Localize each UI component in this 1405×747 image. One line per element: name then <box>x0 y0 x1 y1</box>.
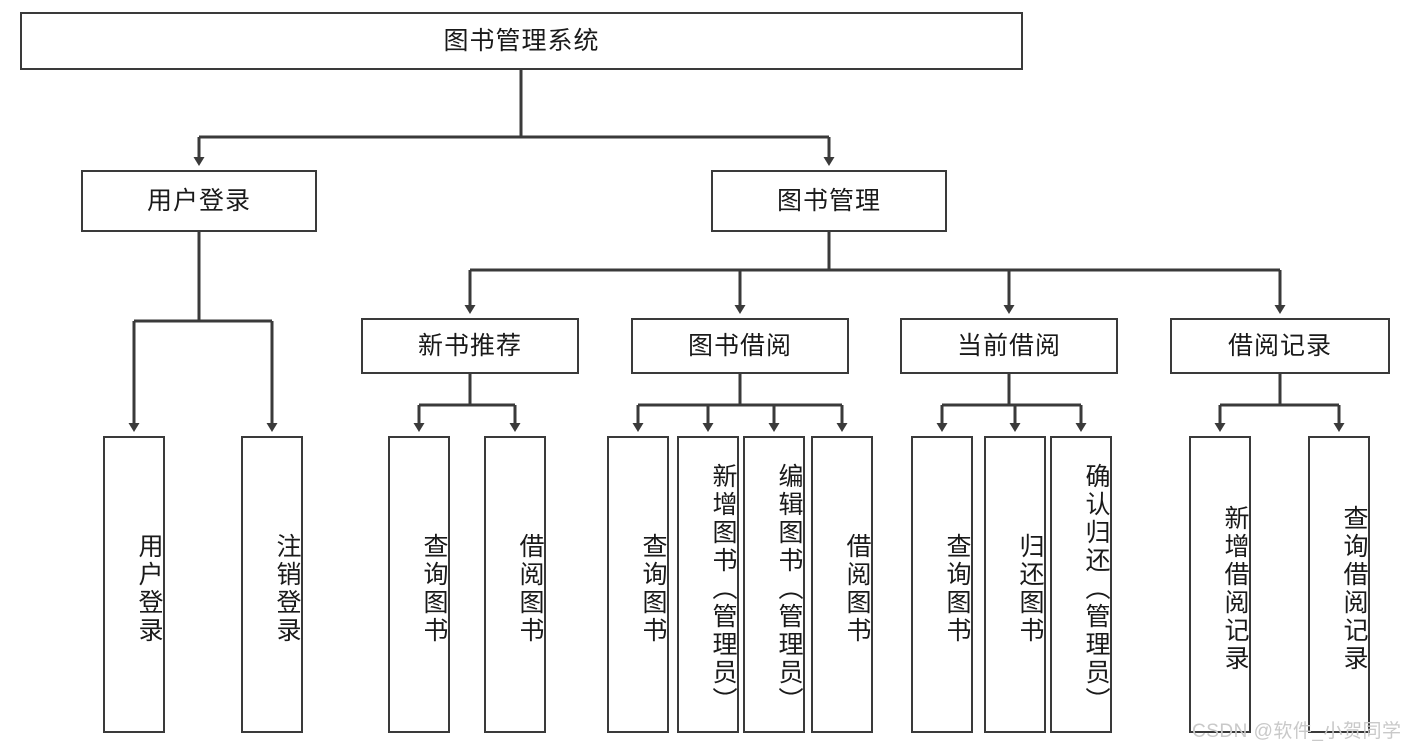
node-label: 新增图书（管理员） <box>709 462 737 715</box>
node-label: 借阅图书 <box>516 532 544 645</box>
node-leaf-confirm-return[interactable]: 确认归还（管理员） <box>1050 436 1112 733</box>
node-label: 新增借阅记录 <box>1221 504 1249 673</box>
node-book-manage[interactable]: 图书管理 <box>711 170 947 232</box>
node-new-book-recommend[interactable]: 新书推荐 <box>361 318 579 374</box>
node-book-management-system[interactable]: 图书管理系统 <box>20 12 1023 70</box>
node-label: 查询借阅记录 <box>1340 504 1368 673</box>
node-label: 查询图书 <box>639 532 667 645</box>
node-label: 用户登录 <box>135 532 163 645</box>
node-leaf-query-book-1[interactable]: 查询图书 <box>388 436 450 733</box>
csdn-watermark: CSDN @软件_小贺同学 <box>1192 721 1402 742</box>
node-label: 注销登录 <box>273 532 301 645</box>
node-leaf-query-book-2[interactable]: 查询图书 <box>607 436 669 733</box>
node-leaf-edit-book[interactable]: 编辑图书（管理员） <box>743 436 805 733</box>
node-leaf-add-book[interactable]: 新增图书（管理员） <box>677 436 739 733</box>
node-user-login[interactable]: 用户登录 <box>81 170 317 232</box>
node-label: 查询图书 <box>943 532 971 645</box>
node-label: 图书借阅 <box>687 332 792 360</box>
node-leaf-user-login[interactable]: 用户登录 <box>103 436 165 733</box>
node-leaf-borrow-book-2[interactable]: 借阅图书 <box>811 436 873 733</box>
node-book-borrow[interactable]: 图书借阅 <box>631 318 849 374</box>
node-label: 借阅记录 <box>1227 332 1332 360</box>
node-label: 查询图书 <box>420 532 448 645</box>
node-current-borrow[interactable]: 当前借阅 <box>900 318 1118 374</box>
node-label: 图书管理系统 <box>443 27 600 55</box>
node-borrow-record[interactable]: 借阅记录 <box>1170 318 1390 374</box>
node-label: 确认归还（管理员） <box>1082 462 1110 715</box>
node-label: 编辑图书（管理员） <box>775 462 803 715</box>
node-label: 当前借阅 <box>956 332 1061 360</box>
node-leaf-add-borrow-record[interactable]: 新增借阅记录 <box>1189 436 1251 733</box>
node-leaf-borrow-book-1[interactable]: 借阅图书 <box>484 436 546 733</box>
node-label: 用户登录 <box>146 187 251 215</box>
node-label: 借阅图书 <box>843 532 871 645</box>
node-leaf-query-book-3[interactable]: 查询图书 <box>911 436 973 733</box>
node-leaf-return-book[interactable]: 归还图书 <box>984 436 1046 733</box>
node-label: 归还图书 <box>1016 532 1044 645</box>
node-leaf-query-borrow-record[interactable]: 查询借阅记录 <box>1308 436 1370 733</box>
node-label: 新书推荐 <box>417 332 522 360</box>
node-label: 图书管理 <box>776 187 881 215</box>
node-leaf-logout[interactable]: 注销登录 <box>241 436 303 733</box>
